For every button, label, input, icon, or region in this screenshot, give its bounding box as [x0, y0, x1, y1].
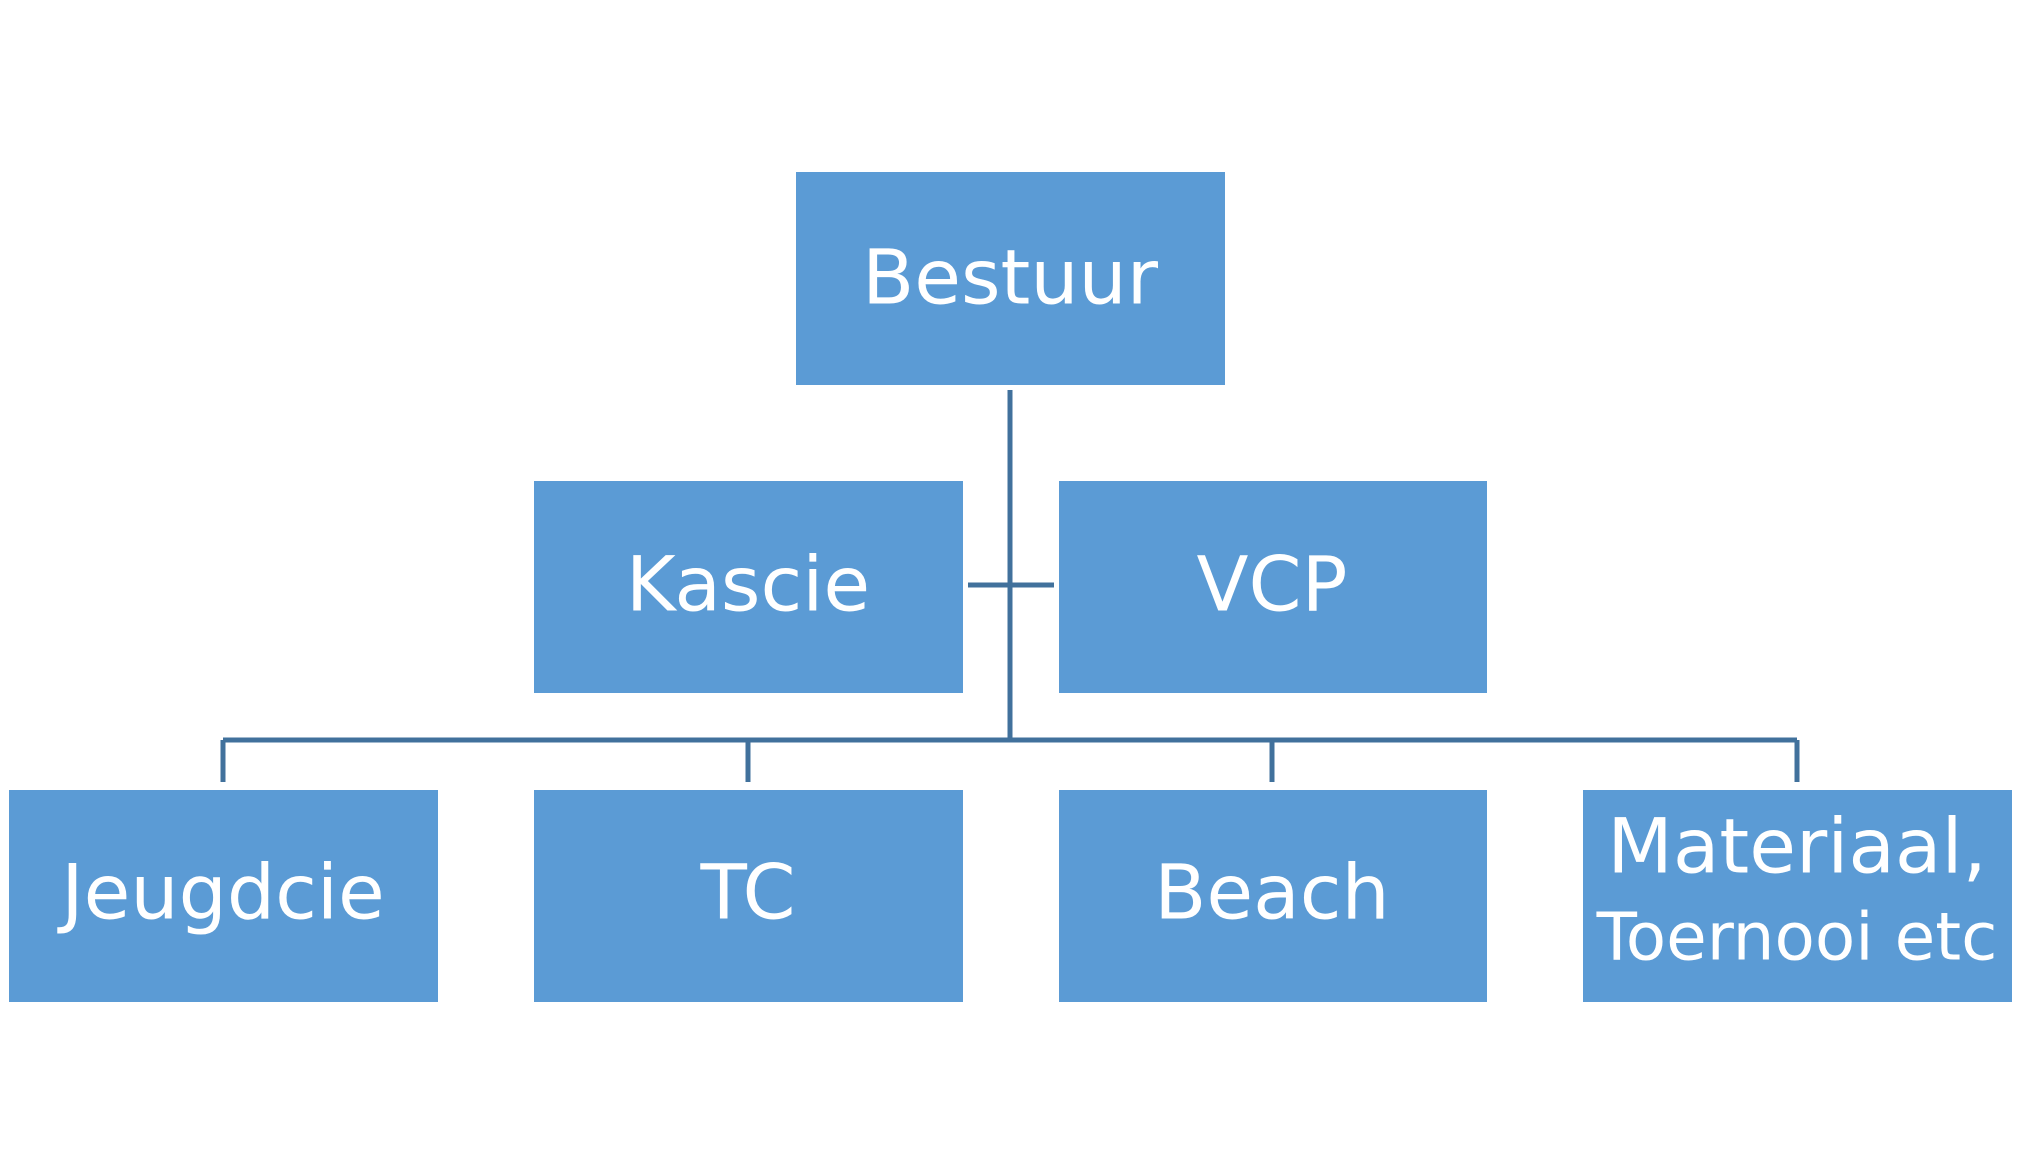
node-label-line-1: Materiaal,: [1607, 802, 1986, 891]
node-box: [534, 481, 963, 693]
connectors: [220, 390, 1800, 782]
node-tc: TC: [534, 790, 963, 1002]
node-box: [1059, 481, 1487, 693]
node-label: TC: [699, 848, 795, 937]
node-beach: Beach: [1059, 790, 1487, 1002]
node-label: VCP: [1197, 540, 1348, 629]
node-label: Bestuur: [862, 233, 1159, 322]
node-label: Kascie: [626, 540, 870, 629]
node-bestuur: Bestuur: [796, 172, 1225, 385]
node-label: Beach: [1154, 848, 1389, 937]
node-vcp: VCP: [1059, 481, 1487, 693]
node-box: [1583, 790, 2012, 1002]
node-label-line-2: Toernooi etc: [1596, 899, 1998, 976]
node-box: [9, 790, 438, 1002]
node-box: [796, 172, 1225, 385]
node-label: Jeugdcie: [57, 848, 384, 937]
node-box: [1059, 790, 1487, 1002]
node-jeugdcie: Jeugdcie: [9, 790, 438, 1002]
node-materiaal: Materiaal, Toernooi etc: [1583, 790, 2012, 1002]
node-box: [534, 790, 963, 1002]
node-kascie: Kascie: [534, 481, 963, 693]
